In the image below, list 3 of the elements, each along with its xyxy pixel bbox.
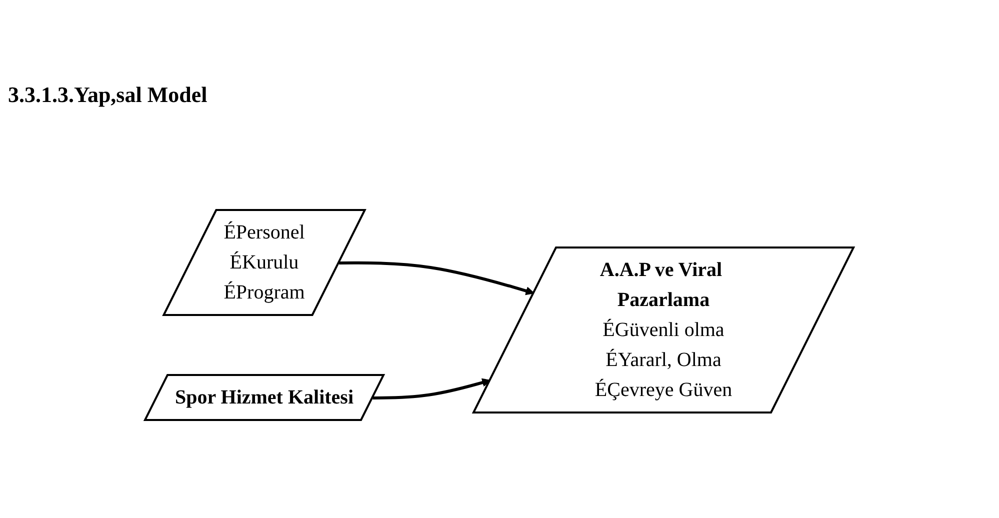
- arrow: [372, 378, 491, 400]
- arrow: [339, 261, 535, 296]
- section-title: 3.3.1.3.Yap,sal Model: [8, 82, 208, 108]
